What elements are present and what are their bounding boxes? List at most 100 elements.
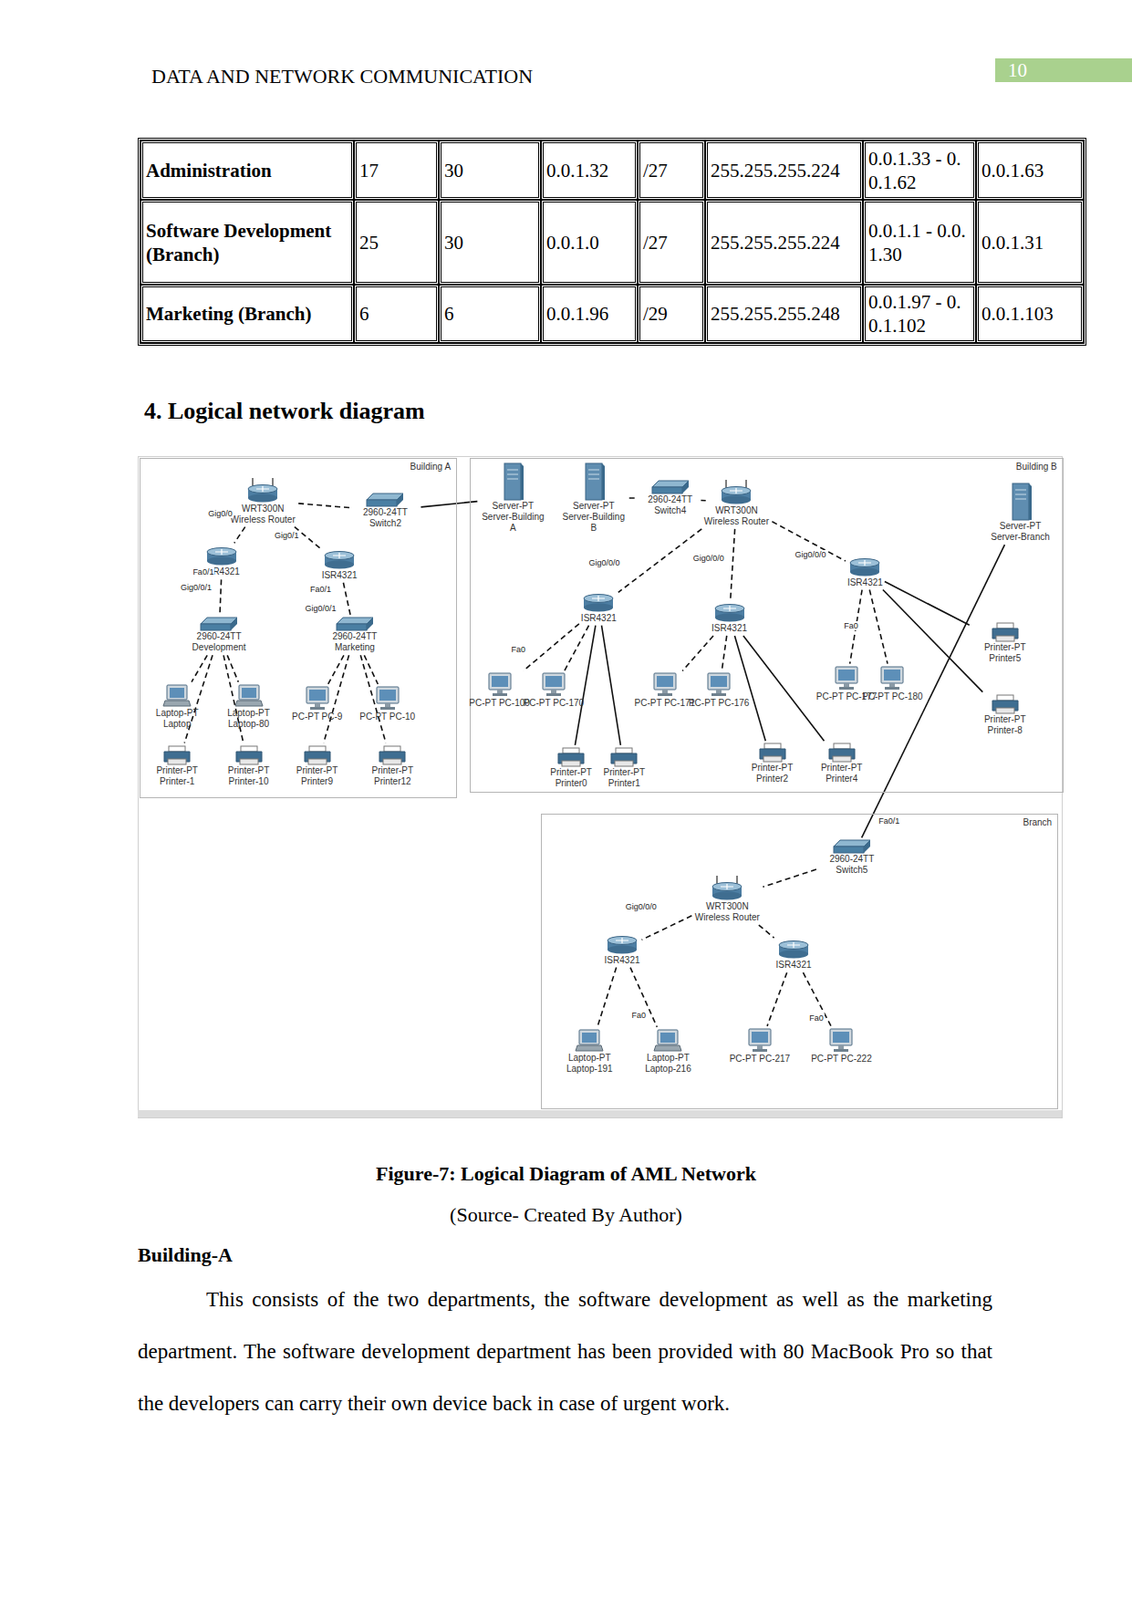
- network-device: Printer-PT Printer12: [358, 745, 426, 788]
- device-label: PC-PT PC-9: [291, 711, 343, 723]
- region-title: Branch: [1022, 817, 1052, 828]
- cell-text: 30: [444, 231, 464, 254]
- device-label: PC-PT PC-170: [523, 697, 585, 709]
- table-cell: 0.0.1.31: [976, 199, 1084, 285]
- device-label: PC-PT PC-180: [861, 691, 924, 703]
- table-cell: 0.0.1.97 - 0.0.1.102: [862, 284, 977, 343]
- network-device: Printer-PT Printer5: [971, 622, 1039, 665]
- network-link: [882, 590, 983, 693]
- section-heading: 4. Logical network diagram: [144, 397, 426, 426]
- device-icon: [162, 745, 192, 766]
- network-link: [629, 497, 635, 499]
- table-cell: 0.0.1.1 - 0.0.1.30: [862, 199, 977, 285]
- network-device: 2960-24TT Marketing: [321, 616, 389, 654]
- device-icon: [234, 745, 264, 766]
- network-link: [767, 972, 788, 1027]
- cell-text: 0.0.1.0: [546, 231, 600, 254]
- port-label: Fa0/1: [877, 816, 901, 826]
- device-label: 2960-24TT Switch2: [351, 507, 419, 530]
- device-label: ISR4321: [711, 623, 748, 634]
- device-label: Server-PT Server-Branch: [986, 520, 1055, 543]
- subnet-table: Administration17300.0.1.32/27255.255.255…: [137, 137, 1087, 346]
- network-link: [869, 590, 888, 665]
- network-device: PC-PT PC-10: [359, 685, 416, 723]
- table-row: Marketing (Branch)660.0.1.96/29255.255.2…: [140, 284, 1084, 343]
- network-device: Printer-PT Printer-1: [143, 745, 211, 788]
- network-device: Server-PT Server-Building B: [560, 462, 628, 534]
- device-label: PC-PT PC-171: [634, 697, 696, 709]
- cell-text: 255.255.255.224: [710, 159, 841, 182]
- network-device: Server-PT Server-Building A: [478, 462, 547, 534]
- port-label: Gig0/0: [207, 508, 234, 519]
- device-icon: [746, 1028, 774, 1054]
- network-link: [861, 544, 1006, 838]
- cell-text: 17: [359, 159, 379, 182]
- device-label: ISR4321: [604, 955, 641, 966]
- table-cell: /27: [637, 140, 706, 200]
- cell-text: 0.0.1.103: [981, 302, 1054, 325]
- port-label: Gig0/1: [273, 530, 301, 541]
- network-device: Laptop-PT Laptop: [143, 684, 211, 730]
- port-label: Gig0/0/1: [303, 603, 337, 613]
- cell-text: 255.255.255.248: [710, 302, 841, 325]
- scroll-bar: [137, 1110, 1062, 1118]
- network-device: PC-PT PC-217: [729, 1028, 791, 1065]
- device-icon: [604, 933, 640, 956]
- table-cell: 0.0.1.96: [540, 284, 638, 343]
- network-link: [802, 972, 831, 1027]
- network-link: [219, 579, 222, 615]
- port-label: Gig0/0/0: [794, 550, 828, 560]
- network-device: WRT300N Wireless Router: [228, 476, 297, 526]
- network-link: [184, 654, 213, 743]
- network-device: Printer-PT Printer4: [808, 742, 876, 785]
- cell-text: 0.0.1.96: [546, 302, 609, 325]
- network-link: [574, 625, 595, 746]
- table-cell: 0.0.1.32: [540, 140, 638, 200]
- device-icon: [486, 672, 514, 698]
- cell-text: Software Development(Branch): [145, 219, 332, 266]
- network-link: [597, 967, 617, 1028]
- table-cell: 0.0.1.63: [976, 140, 1084, 200]
- network-device: PC-PT PC-9: [291, 685, 343, 723]
- figure-caption: Figure-7: Logical Diagram of AML Network: [0, 1162, 1132, 1186]
- device-icon: [847, 555, 883, 578]
- page-number: 10: [1007, 58, 1028, 83]
- subheading: Building-A: [137, 1243, 233, 1268]
- device-label: Printer-PT Printer-10: [215, 765, 283, 788]
- network-link: [762, 869, 817, 887]
- network-link: [602, 625, 622, 746]
- cell-text: Marketing (Branch): [145, 302, 312, 325]
- network-device: 2960-24TT Switch2: [351, 492, 419, 530]
- cell-text: /27: [643, 159, 668, 182]
- device-icon: [199, 616, 239, 632]
- device-icon: [556, 747, 586, 768]
- device-label: PC-PT PC-176: [688, 697, 750, 709]
- device-icon: [1008, 482, 1033, 521]
- device-label: PC-PT PC-222: [810, 1053, 873, 1065]
- network-device: ISR4321: [321, 548, 358, 582]
- cell-text: 6: [444, 302, 455, 325]
- network-link: [328, 654, 344, 685]
- network-device: WRT300N Wireless Router: [693, 873, 761, 924]
- network-device: ISR4321: [581, 591, 617, 624]
- region-title: Building B: [1016, 461, 1058, 472]
- network-link: [730, 529, 736, 600]
- device-label: Printer-PT Printer12: [358, 765, 426, 788]
- device-label: PC-PT PC-100: [468, 697, 530, 709]
- device-icon: [827, 1028, 855, 1054]
- network-link: [682, 635, 714, 672]
- network-device: WRT300N Wireless Router: [702, 477, 770, 528]
- network-device: ISR4321: [711, 601, 748, 634]
- network-link: [363, 654, 378, 685]
- network-device: PC-PT PC-170: [523, 672, 585, 709]
- device-label: PC-PT PC-217: [729, 1053, 791, 1065]
- table-row: Software Development(Branch)25300.0.1.0/…: [140, 199, 1084, 285]
- device-label: 2960-24TT Development: [185, 631, 253, 654]
- table-cell: /27: [637, 199, 706, 285]
- device-label: 2960-24TT Marketing: [321, 631, 389, 654]
- network-link: [721, 635, 727, 672]
- cell-text: 255.255.255.224: [710, 231, 841, 254]
- network-link: [564, 625, 590, 672]
- device-icon: [878, 665, 906, 692]
